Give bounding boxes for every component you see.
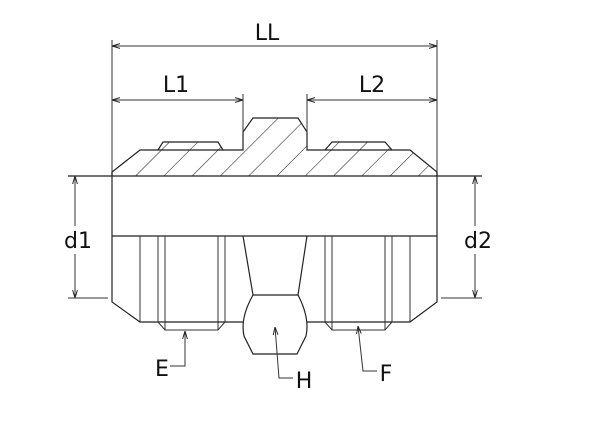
external-view [111,235,438,355]
dim-label-l2: L2 [359,73,385,98]
dim-label-d2: d2 [464,229,492,254]
hatched-section [111,117,438,176]
dimension-lines [68,40,482,299]
dim-label-l1: L1 [163,73,189,98]
callout-f: F [380,362,393,387]
callout-h: H [296,369,313,394]
callout-e: E [155,357,169,382]
bore [68,172,482,237]
dim-label-ll: LL [255,21,280,46]
callout-leaders [170,326,377,379]
dim-label-d1: d1 [64,229,92,254]
